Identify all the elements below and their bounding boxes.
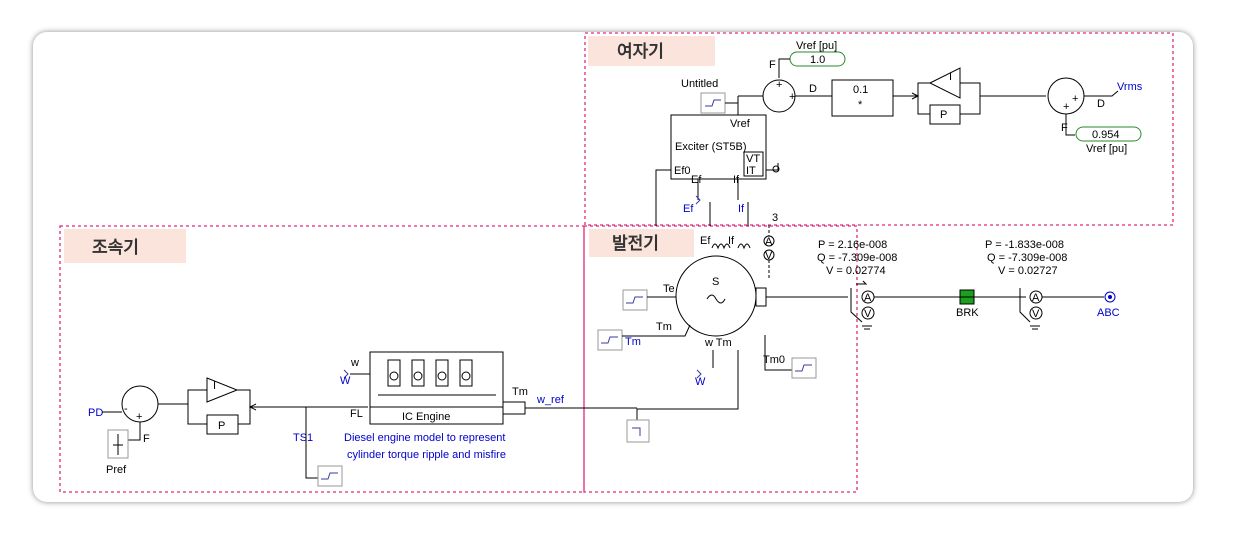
grid-voltmeter-2[interactable]	[1029, 306, 1043, 320]
grid-voltmeter-2-label: V	[1032, 308, 1040, 320]
ts1-label: TS1	[293, 432, 313, 444]
tm-input-slider-icon[interactable]	[626, 419, 650, 443]
exciter-ef0-port: Ef0	[674, 165, 691, 177]
pref-label: Pref	[106, 464, 127, 476]
engine-caption-1: Diesel engine model to represent	[344, 432, 505, 444]
ts1-meter-icon[interactable]	[317, 465, 343, 487]
engine-tm-port: Tm	[512, 386, 528, 398]
v1-readout: V = 0.02774	[826, 265, 886, 277]
generator-zone	[583, 225, 858, 493]
cylinder-icons	[378, 359, 496, 396]
q1-readout: Q = -7.309e-008	[817, 252, 897, 264]
exciter-vref-port: Vref	[730, 118, 751, 130]
gen-voltmeter-label: V	[765, 250, 773, 262]
d-top-label: D	[809, 83, 817, 95]
sum-plus-top: +	[776, 79, 782, 91]
gen-if-label: If	[728, 235, 735, 247]
gain-block[interactable]	[831, 79, 894, 117]
ic-engine-label: IC Engine	[402, 411, 450, 423]
schematic-canvas: 여자기 조속기 발전기 Vref [pu] 1.0 F + + D 0.1 * …	[33, 32, 1193, 502]
vref-right-label: Vref [pu]	[1086, 143, 1127, 155]
f-top-label: F	[769, 59, 776, 71]
vref-right-constant[interactable]	[1075, 126, 1142, 142]
v2-readout: V = 0.02727	[998, 265, 1058, 277]
sum-plus-right: +	[789, 91, 795, 103]
generator-tag	[589, 229, 694, 257]
exciter-i-label: I	[949, 71, 952, 83]
tm-in-label: Tm	[656, 321, 672, 333]
exciter-i-gain[interactable]	[928, 67, 961, 99]
governor-tag	[64, 229, 186, 263]
grid-ammeter-1-label: A	[864, 292, 872, 304]
right-sum-plus: +	[1072, 93, 1078, 105]
tm0-meter-icon[interactable]	[791, 357, 817, 379]
vrms-label[interactable]: Vrms	[1117, 81, 1143, 93]
gov-f-label: F	[143, 433, 150, 445]
gov-p-label: P	[218, 420, 225, 432]
tm-meter-icon[interactable]	[597, 329, 623, 351]
num3-label: 3	[772, 212, 778, 224]
te-meter-icon[interactable]	[622, 289, 648, 311]
f-right-label: F	[1061, 122, 1068, 134]
if-port-label: If	[738, 203, 745, 215]
right-sum-minus: +	[1063, 101, 1069, 113]
exciter-if-port: If	[733, 174, 740, 186]
q2-readout: Q = -7.309e-008	[987, 252, 1067, 264]
gov-sum-minus: -	[124, 403, 128, 415]
synchronous-machine[interactable]	[675, 255, 757, 337]
gov-i-label: I	[213, 380, 216, 392]
p2-readout: P = -1.833e-008	[985, 239, 1064, 251]
grid-voltmeter-1-label: V	[864, 308, 872, 320]
vref-top-value: 1.0	[810, 54, 825, 66]
gov-sum-plus: +	[136, 411, 142, 423]
engine-w-in: w	[350, 357, 359, 369]
exciter-p-label: P	[940, 109, 947, 121]
grid-ammeter-2-label: A	[1032, 292, 1040, 304]
exciter-ef-port: Ef	[691, 174, 702, 186]
tm-out-label: Tm	[625, 336, 641, 348]
brk-label: BRK	[956, 307, 979, 319]
machine-s-label: S	[712, 276, 719, 288]
abc-label: ABC	[1097, 307, 1120, 319]
gen-w-port: W	[695, 376, 706, 388]
vref-right-value: 0.954	[1092, 129, 1120, 141]
exciter-it-port: IT	[746, 165, 756, 177]
grid-voltmeter-1[interactable]	[861, 306, 875, 320]
gain-op: *	[858, 99, 863, 111]
engine-w-port: W	[340, 375, 351, 387]
w-tm-label: w Tm	[704, 337, 732, 349]
engine-fl-port: FL	[350, 408, 363, 420]
vref-top-label: Vref [pu]	[796, 40, 837, 52]
pd-label: PD	[88, 407, 103, 419]
exciter-zone-label: 여자기	[617, 42, 664, 62]
p1-readout: P = 2.16e-008	[818, 239, 887, 251]
governor-i-gain[interactable]	[206, 377, 239, 403]
exciter-tag	[588, 36, 715, 66]
d-right-label: D	[1097, 98, 1105, 110]
gen-ammeter-label: A	[765, 236, 773, 248]
te-label: Te	[663, 283, 675, 295]
w-ref-label: w_ref	[536, 394, 565, 406]
ef-port-label: Ef	[683, 203, 694, 215]
gain-value: 0.1	[853, 84, 868, 96]
exciter-vt-port: VT	[746, 153, 760, 165]
governor-zone-label: 조속기	[92, 238, 139, 258]
tm0-label: Tm0	[763, 354, 785, 366]
gen-ef-label: Ef	[700, 235, 711, 247]
engine-caption-2: cylinder torque ripple and misfire	[347, 449, 506, 461]
exciter-zone	[584, 32, 1174, 226]
circuit-diagram: 여자기 조속기 발전기 Vref [pu] 1.0 F + + D 0.1 * …	[59, 32, 1174, 493]
generator-zone-label: 발전기	[612, 234, 659, 254]
untitled-label: Untitled	[681, 78, 718, 90]
exciter-title: Exciter (ST5B)	[675, 141, 747, 153]
